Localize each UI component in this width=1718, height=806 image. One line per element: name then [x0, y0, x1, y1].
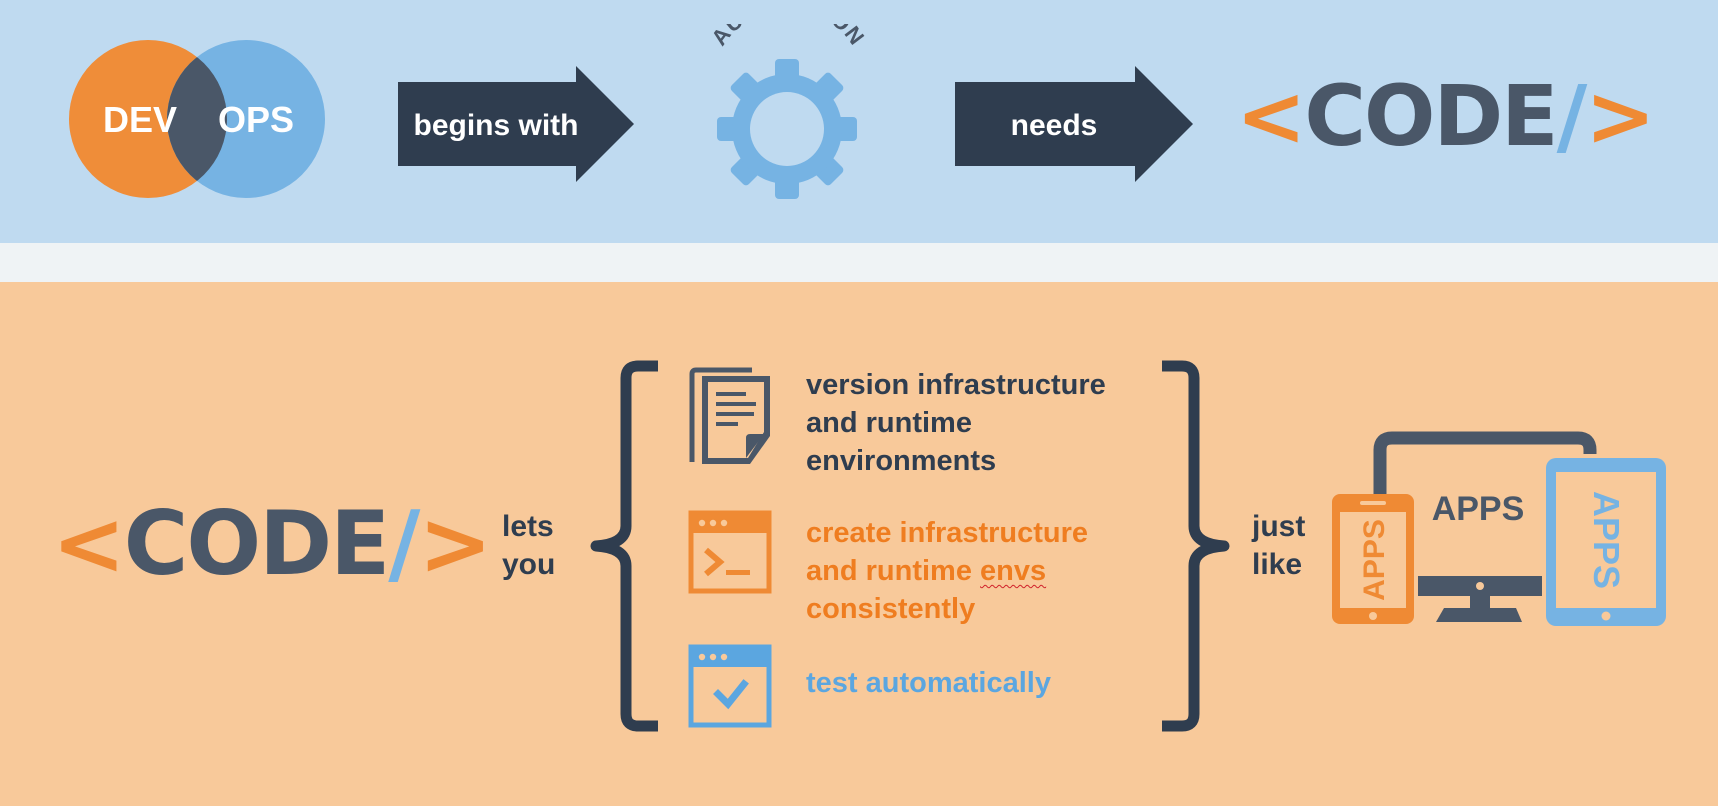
code-slash: / [1556, 67, 1588, 165]
code-close-bracket: > [418, 492, 492, 595]
monitor-icon: APPS [1373, 431, 1597, 622]
code-word: CODE [123, 492, 391, 595]
item-version-text: version infrastructure and runtime envir… [806, 369, 1106, 477]
content-band [0, 282, 1718, 806]
arrow-begins-with-label: begins with [414, 109, 579, 142]
lets-you-text: lets you [502, 510, 556, 581]
header-code-logo: <CODE/> [1236, 74, 1656, 158]
phone-icon: APPS [1332, 494, 1414, 624]
tablet-icon: APPS [1546, 458, 1666, 626]
arrow-needs-label: needs [1011, 109, 1098, 142]
right-brace [1162, 360, 1230, 732]
phone-apps-label: APPS [1358, 519, 1391, 601]
arrow-needs: needs [955, 66, 1193, 182]
item-create-text: create infrastructure and runtime envs c… [806, 517, 1089, 625]
just-like-text: just like [1252, 510, 1306, 581]
code-word: CODE [1304, 67, 1558, 165]
automation-arc-label: AUTOMATION [706, 24, 869, 50]
code-close-bracket: > [1585, 67, 1655, 165]
code-open-bracket: < [52, 492, 126, 595]
main-code-logo: <CODE/> [52, 500, 492, 588]
tablet-apps-label: APPS [1586, 491, 1627, 589]
document-stack-icon [689, 367, 770, 464]
dev-label: DEV [103, 99, 177, 140]
devops-venn-diagram: DEV OPS [69, 40, 325, 198]
code-open-bracket: < [1236, 67, 1306, 165]
arrow-begins-with: begins with [398, 66, 634, 182]
terminal-window-icon [688, 510, 772, 594]
automation-gear: AUTOMATION [706, 24, 869, 199]
devices-illustration: APPS APPS APPS [1332, 431, 1666, 626]
monitor-apps-label: APPS [1432, 490, 1525, 528]
code-slash: / [388, 492, 420, 595]
checkmark-window-icon [688, 644, 772, 728]
item-test-text: test automatically [806, 667, 1051, 699]
gear-icon [717, 59, 857, 199]
ops-label: OPS [218, 99, 294, 140]
divider-strip [0, 243, 1718, 282]
left-brace [590, 360, 658, 732]
venn-overlap [167, 40, 227, 198]
